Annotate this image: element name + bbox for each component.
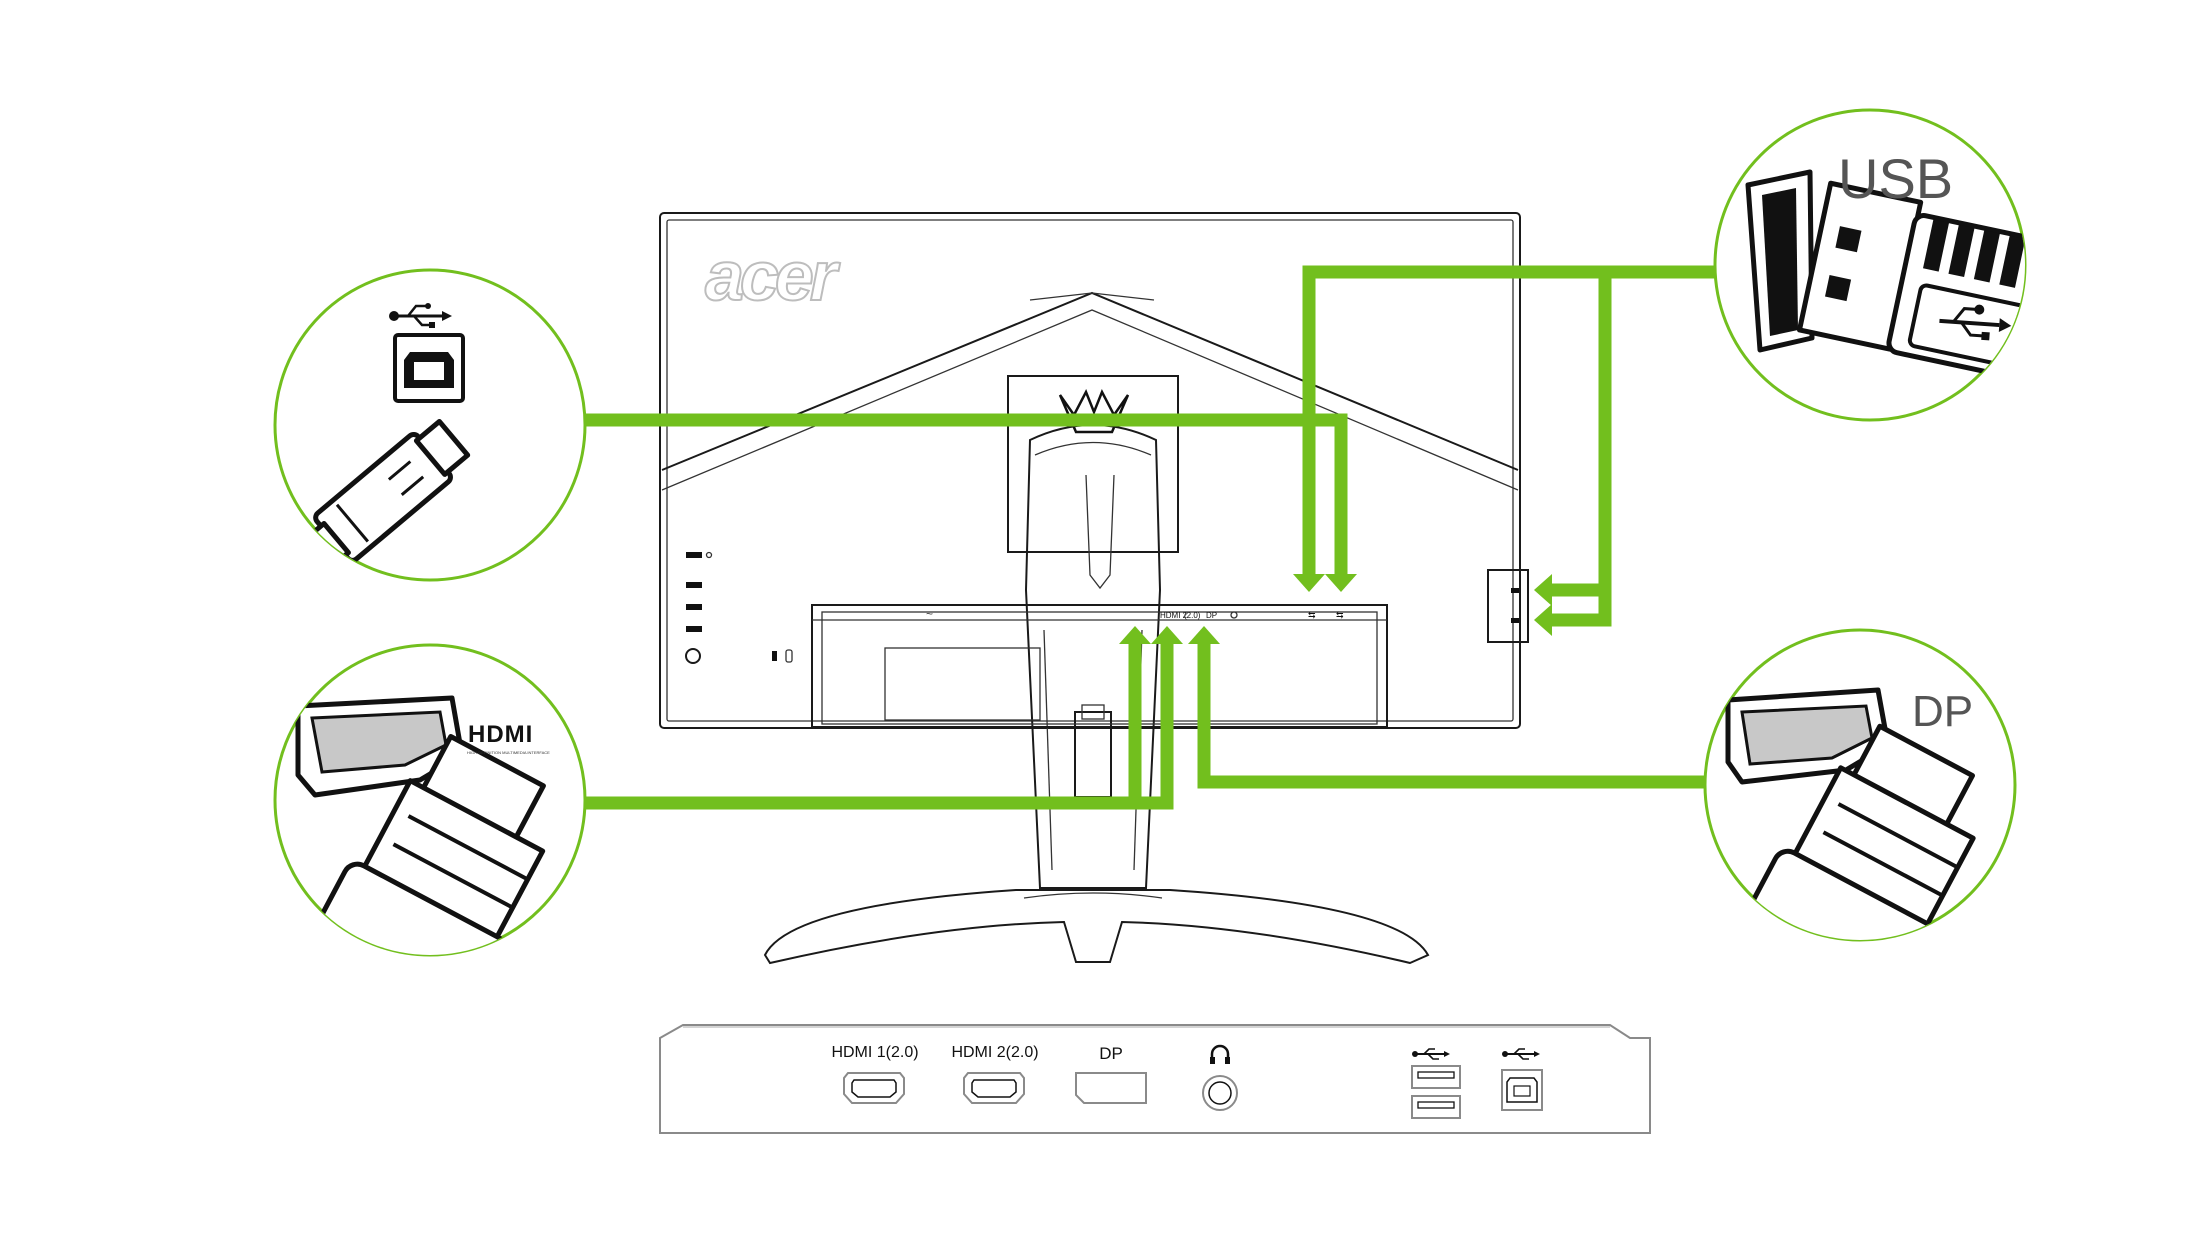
callout-usb-a: USB xyxy=(1713,108,2027,422)
rear-usb-icon: ⇆ xyxy=(1308,610,1316,620)
kensington-lock-icon xyxy=(772,651,777,661)
rear-hdmi-version-label: (2.0) xyxy=(1184,611,1201,620)
usb-a-port-1 xyxy=(1411,1065,1461,1089)
connection-lines xyxy=(585,265,1720,810)
monitor-rear: acer ~ HDMI 2 (2.0) DP ⇆ ⇆ xyxy=(659,212,1529,965)
usb-symbol-icon xyxy=(389,303,452,328)
stand-base xyxy=(763,889,1430,965)
usb-b-panel-icon xyxy=(1502,1048,1540,1060)
control-button-1[interactable] xyxy=(686,582,702,588)
usb-b-port xyxy=(1501,1069,1543,1111)
dp-port-label: DP xyxy=(1099,1044,1123,1063)
stand-neck xyxy=(1024,424,1162,889)
power-module xyxy=(884,647,1041,721)
usb-a-port-2 xyxy=(1411,1095,1461,1119)
callout-hdmi: HDMI HIGH-DEFINITION MULTIMEDIA INTERFAC… xyxy=(273,643,587,957)
usb-a-side-line xyxy=(1548,272,1612,627)
port-panel: HDMI 1(2.0) HDMI 2(2.0) DP xyxy=(659,1024,1651,1134)
rear-dp-label: DP xyxy=(1206,611,1217,620)
hdmi1-port xyxy=(843,1072,905,1104)
port-panel-outline xyxy=(659,1024,1651,1134)
usb-b-line xyxy=(585,413,1348,578)
dp-label: DP xyxy=(1912,687,1973,736)
cable-clip xyxy=(1074,711,1112,798)
usb-b-port-icon xyxy=(393,333,465,403)
back-cover-ridge xyxy=(661,291,1519,471)
hdmi-tagline: HIGH-DEFINITION MULTIMEDIA INTERFACE xyxy=(467,750,550,755)
rear-hdmi-label: HDMI 2 xyxy=(1160,611,1188,620)
rear-audio-icon xyxy=(1230,611,1238,619)
callout-usb-b xyxy=(273,268,587,582)
callout-dp: DP xyxy=(1703,628,2017,942)
menu-button[interactable] xyxy=(686,552,702,558)
hdmi2-label: HDMI 2(2.0) xyxy=(951,1044,1038,1061)
hdmi-logo-icon: HDMI xyxy=(468,721,533,748)
usb-a-plug xyxy=(1796,180,2025,387)
side-usb-bay xyxy=(1487,569,1529,643)
dp-line xyxy=(1197,640,1710,789)
dp-port xyxy=(1075,1072,1147,1104)
svg-text:~: ~ xyxy=(926,607,933,621)
hdmi2-port xyxy=(963,1072,1025,1104)
brand-logo: acer xyxy=(705,237,841,315)
vesa-plate xyxy=(1007,375,1179,553)
back-cover-ridge-inner xyxy=(661,309,1519,491)
power-button[interactable] xyxy=(685,648,701,664)
hdmi1-label: HDMI 1(2.0) xyxy=(831,1044,918,1061)
rear-usb-icon-2: ⇆ xyxy=(1336,610,1344,620)
usb-a-label: USB xyxy=(1838,147,1953,210)
usb-a-symbol-icon xyxy=(1939,304,2012,341)
hdmi-2-line xyxy=(1128,640,1167,810)
headphone-icon xyxy=(1210,1044,1230,1064)
hdmi-plug xyxy=(316,733,546,955)
control-button-3[interactable] xyxy=(686,626,702,632)
control-button-2[interactable] xyxy=(686,604,702,610)
io-housing xyxy=(811,604,1388,728)
usb-a-line xyxy=(1302,265,1720,578)
monitor-back-inner xyxy=(666,219,1514,722)
dp-plug xyxy=(1746,723,1976,940)
usb-a-panel-icon xyxy=(1412,1048,1450,1060)
audio-out-port xyxy=(1202,1075,1238,1111)
